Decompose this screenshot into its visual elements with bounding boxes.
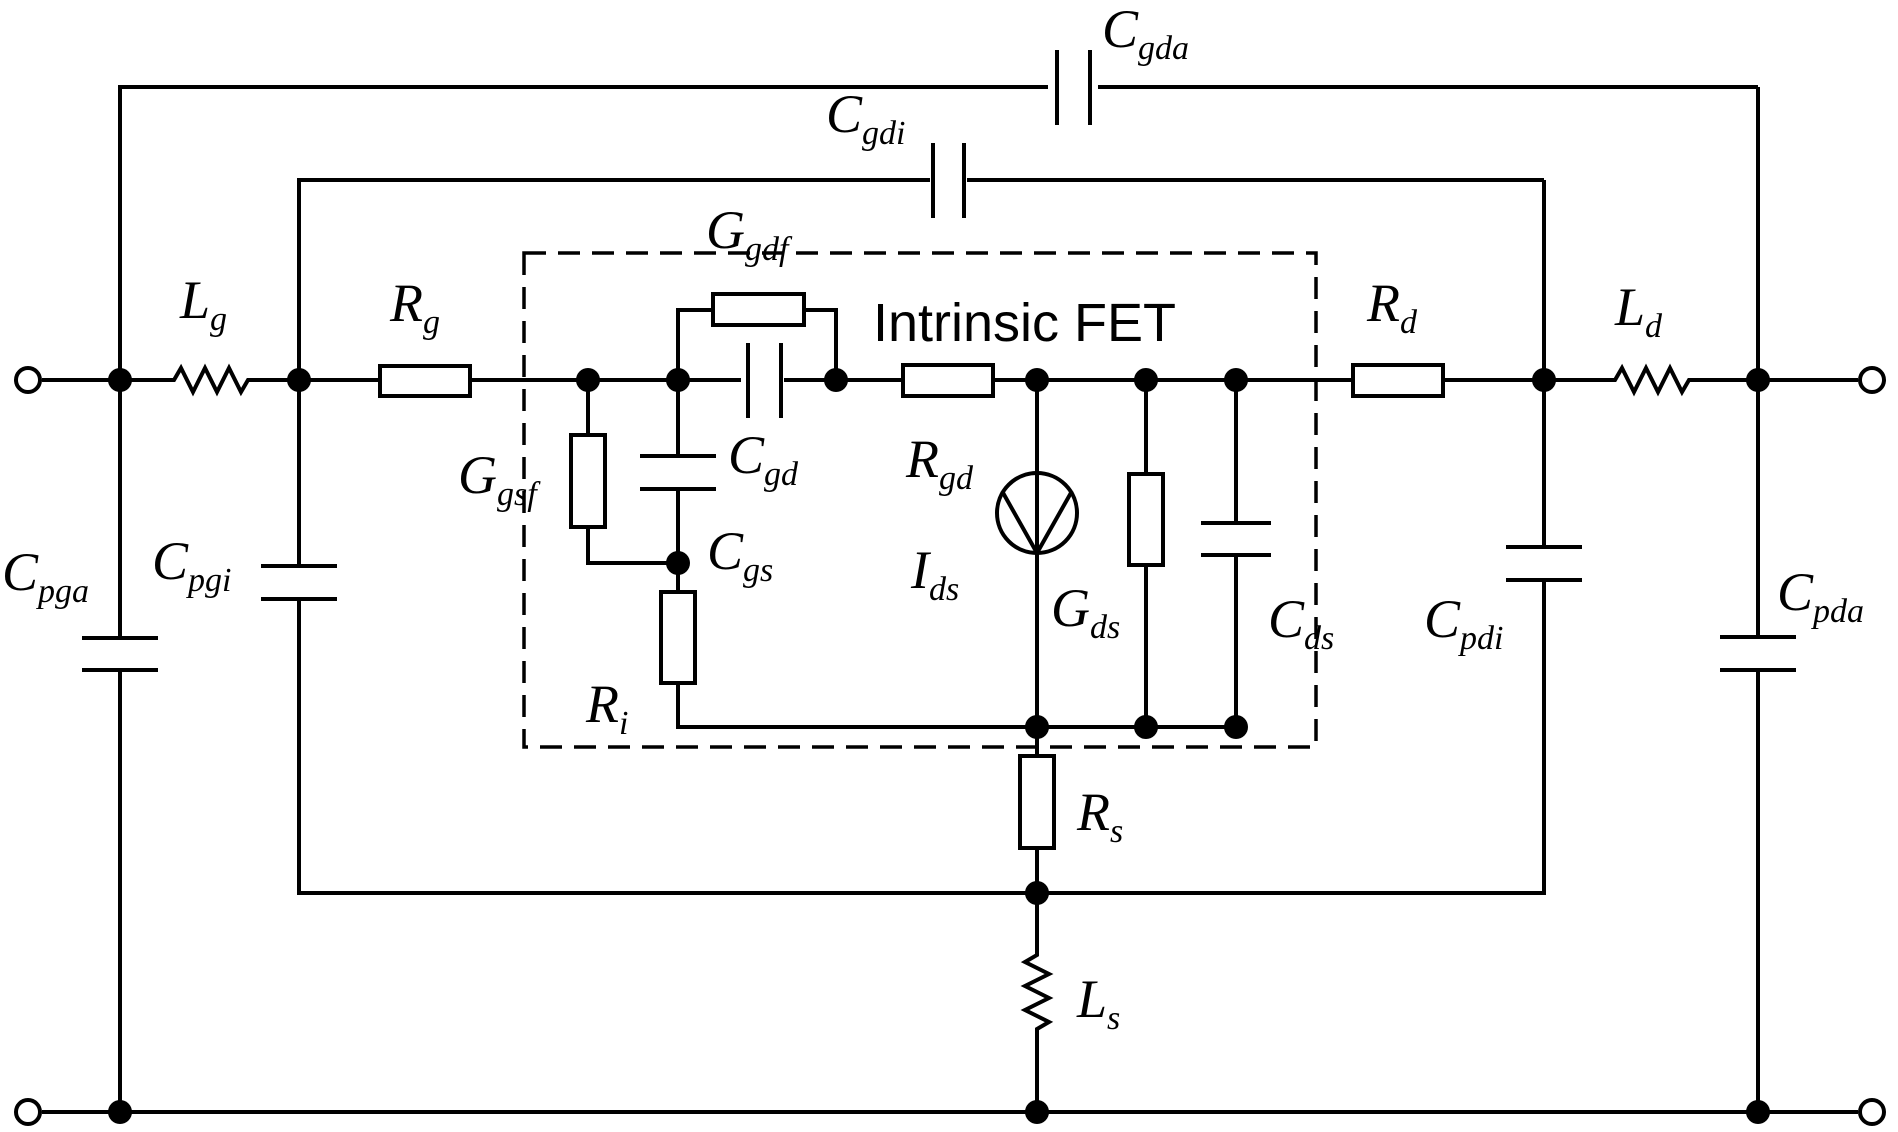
label-ids: Ids <box>910 540 959 608</box>
inductor-lg <box>167 363 253 397</box>
gate-terminal <box>14 366 42 394</box>
capacitor-cpdi <box>1506 380 1582 608</box>
capacitor-cpgi <box>261 380 337 608</box>
intrinsic-fet-box <box>522 251 1318 749</box>
label-rg: Rg <box>389 273 440 341</box>
drain-terminal <box>1858 366 1886 394</box>
resistor-rs <box>1018 727 1056 946</box>
capacitor-cgdi <box>931 143 966 218</box>
resistor-rgd <box>901 363 995 398</box>
resistor-ri <box>659 563 1238 729</box>
label-ld: Ld <box>1614 277 1663 345</box>
label-lg: Lg <box>179 270 227 338</box>
inner-feedback-loop <box>297 178 1546 380</box>
label-cpdi: Cpdi <box>1424 589 1503 657</box>
resistor-rd <box>1351 363 1445 398</box>
label-cds: Cds <box>1268 589 1334 657</box>
ground-terminal-right <box>1858 1098 1886 1126</box>
label-cpga: Cpga <box>2 542 89 610</box>
label-ls: Ls <box>1076 969 1120 1037</box>
current-source-ids <box>995 380 1079 727</box>
terminals <box>14 366 1886 1126</box>
resistor-rg <box>378 364 472 398</box>
capacitor-cds <box>1201 380 1271 727</box>
capacitor-cgda <box>1055 50 1092 125</box>
label-rgd: Rgd <box>905 429 974 497</box>
label-cgs: Cgs <box>707 521 773 589</box>
label-ggdf: Ggdf <box>706 200 793 268</box>
outer-feedback-loop <box>118 85 1760 380</box>
conductance-ggdf <box>676 292 838 380</box>
capacitor-cpga <box>82 380 158 1112</box>
label-ri: Ri <box>585 674 628 742</box>
source-return-loop <box>297 608 1546 895</box>
label-cgda: Cgda <box>1102 0 1189 67</box>
conductance-gds <box>1127 380 1165 727</box>
label-cgd: Cgd <box>728 425 799 493</box>
label-ggsf: Ggsf <box>458 445 541 513</box>
label-cpda: Cpda <box>1777 562 1864 630</box>
inductor-ls <box>1020 946 1054 1112</box>
conductance-ggsf <box>569 380 678 565</box>
inductor-ld <box>1608 363 1694 397</box>
intrinsic-fet-label: Intrinsic FET <box>873 293 1176 353</box>
junction-dots <box>108 368 1770 1124</box>
capacitor-cgd <box>746 343 783 418</box>
label-rd: Rd <box>1366 273 1418 341</box>
capacitor-cgs <box>640 380 716 563</box>
ground-terminal-left <box>14 1098 42 1126</box>
capacitor-cpda <box>1720 380 1796 1112</box>
label-cpgi: Cpgi <box>152 531 231 599</box>
label-rs: Rs <box>1076 782 1123 850</box>
label-cgdi: Cgdi <box>826 84 905 152</box>
label-gds: Gds <box>1051 578 1120 646</box>
